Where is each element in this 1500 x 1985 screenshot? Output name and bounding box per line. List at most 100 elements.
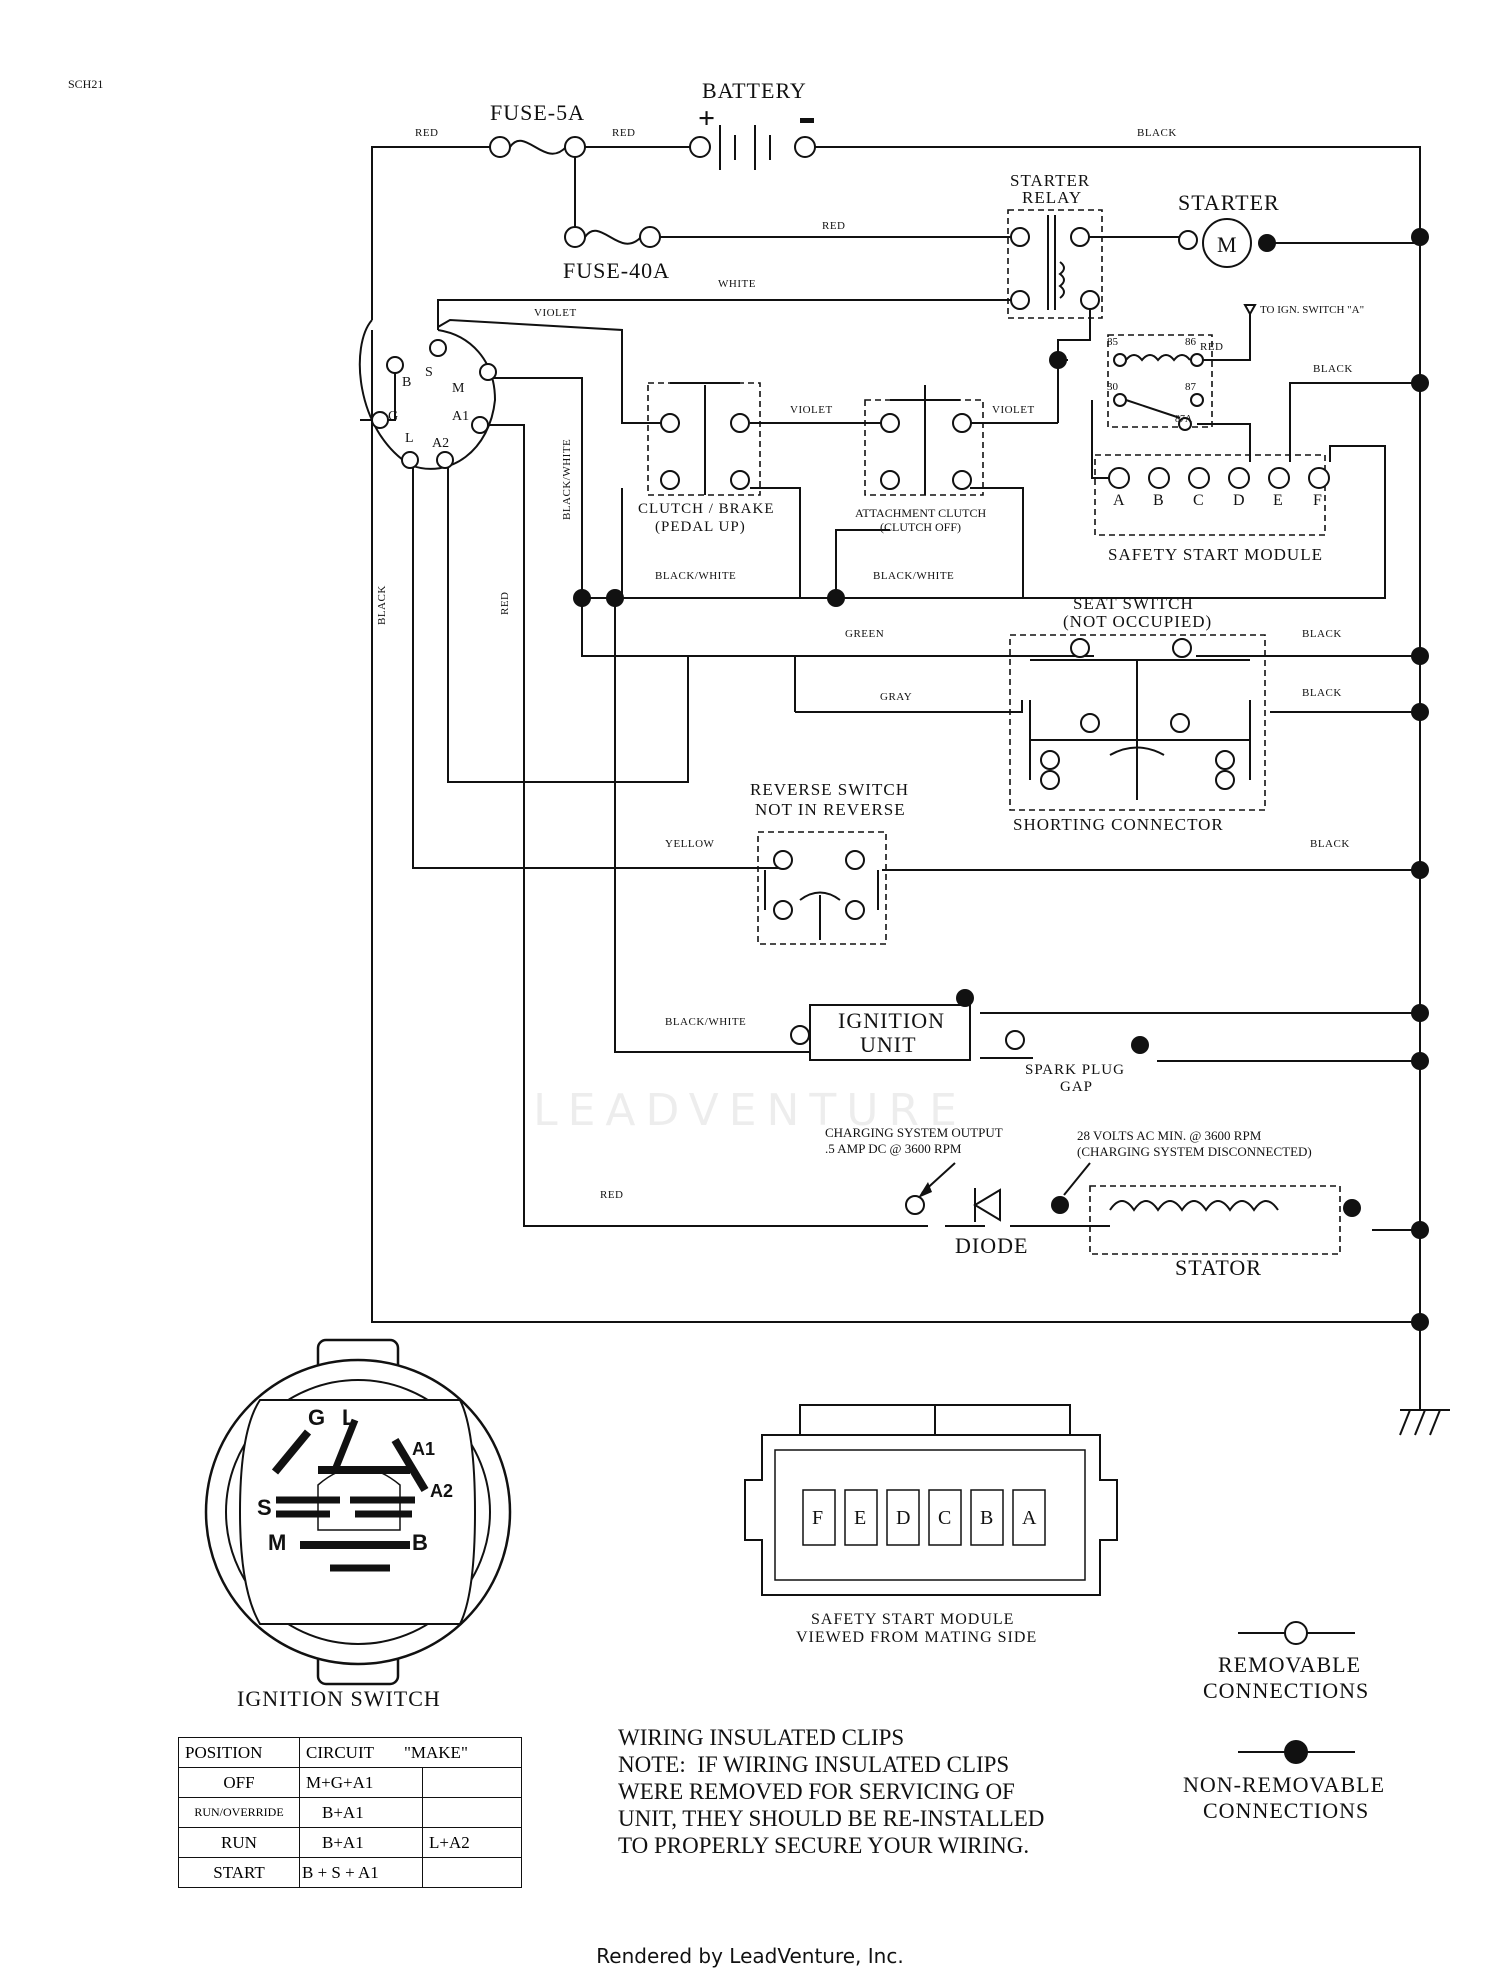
module-pin-f — [1308, 467, 1330, 489]
module-view-pin-d — [886, 1489, 920, 1546]
reverse-switch: REVERSE SWITCH NOT IN REVERSE — [750, 780, 909, 945]
table-cell-make — [422, 1797, 522, 1828]
battery: + BATTERY — [689, 78, 816, 170]
table-cell-make — [422, 1767, 522, 1798]
switch-pin-a1: A1 — [452, 409, 469, 424]
starter-relay-label-2: RELAY — [1022, 188, 1082, 207]
table-cell-make: L+A2 — [422, 1827, 522, 1858]
table-cell-position: OFF — [178, 1767, 300, 1798]
module-pin-e — [1268, 467, 1290, 489]
safety-module-label: SAFETY START MODULE — [1108, 545, 1323, 564]
ignition-switch-terminals: B S M G A1 L A2 — [358, 319, 497, 470]
wire-label-red-vert: RED — [499, 592, 511, 616]
module-pin-a — [1108, 467, 1130, 489]
table-cell-position: START — [178, 1857, 300, 1888]
module-view-pin-e — [844, 1489, 878, 1546]
wire-label-red-1: RED — [415, 127, 439, 139]
module-pin-label-e: E — [1273, 492, 1283, 509]
ignition-unit: IGNITION UNIT SPARK PLUG GAP — [790, 989, 1149, 1095]
safety-relay: 85 86 30 87 87A TO IGN. SWITCH "A" — [1107, 304, 1364, 431]
wire-label-white: WHITE — [718, 278, 756, 290]
wire-label-red-charge: RED — [600, 1189, 624, 1201]
switch-pin-m: M — [452, 381, 465, 396]
face-label-a2: A2 — [430, 1481, 453, 1501]
ignition-unit-label-1: IGNITION — [838, 1008, 945, 1033]
stator-label: STATOR — [1175, 1255, 1262, 1280]
junction-dot — [1411, 1313, 1429, 1331]
battery-plus-icon: + — [698, 102, 715, 135]
module-pin-d — [1228, 467, 1250, 489]
module-view-label-1: SAFETY START MODULE — [811, 1611, 1014, 1628]
junction-dot — [1411, 228, 1429, 246]
stator-volts-label-1: 28 VOLTS AC MIN. @ 3600 RPM — [1077, 1128, 1262, 1143]
junction-dot — [1411, 1221, 1429, 1239]
legend-nonremovable-2: CONNECTIONS — [1203, 1798, 1369, 1823]
fuse-5a: FUSE-5A — [489, 100, 586, 158]
attachment-clutch-label-2: (CLUTCH OFF) — [880, 520, 961, 534]
junction-dot — [1411, 647, 1429, 665]
table-header-circuit-make: CIRCUIT "MAKE" — [299, 1737, 522, 1768]
wire-label-bw-2: BLACK/WHITE — [873, 570, 954, 582]
clutch-brake-label-1: CLUTCH / BRAKE — [638, 501, 775, 517]
switch-pin-l: L — [405, 431, 414, 446]
relay-pin-87a: 87A — [1175, 414, 1193, 425]
attachment-clutch-label-1: ATTACHMENT CLUTCH — [855, 506, 986, 520]
switch-pin-s: S — [425, 365, 433, 380]
wire-label-gray: GRAY — [880, 691, 912, 703]
table-header-circuit: CIRCUIT — [306, 1742, 374, 1762]
seat-switch-label-1: SEAT SWITCH — [1073, 594, 1194, 613]
wire-label-black-top: BLACK — [1137, 127, 1177, 139]
table-cell-circuit: B+A1 — [299, 1797, 423, 1828]
table-header-make: "MAKE" — [403, 1742, 468, 1762]
wire-label-black-module: BLACK — [1313, 363, 1353, 375]
module-pin-label-d: D — [1233, 492, 1245, 509]
stator-volts-label-2: (CHARGING SYSTEM DISCONNECTED) — [1077, 1144, 1312, 1159]
clutch-brake-switch: CLUTCH / BRAKE (PEDAL UP) — [638, 382, 775, 535]
relay-pin-86: 86 — [1185, 336, 1197, 348]
junction-dot — [1411, 1052, 1429, 1070]
fuse-5a-label: FUSE-5A — [490, 100, 585, 125]
module-pin-label-b: B — [1153, 492, 1164, 509]
wire-label-red-relay: RED — [1200, 341, 1224, 353]
table-cell-position: RUN — [178, 1827, 300, 1858]
relay-pin-85: 85 — [1107, 336, 1119, 348]
switch-pin-a2: A2 — [432, 436, 449, 451]
legend-removable-2: CONNECTIONS — [1203, 1678, 1369, 1703]
module-pin-label-a: A — [1113, 492, 1125, 509]
table-cell-circuit: B + S + A1 — [299, 1857, 423, 1888]
table-header-row: POSITION CIRCUIT "MAKE" — [178, 1737, 522, 1768]
wire-label-violet-3: VIOLET — [992, 404, 1035, 416]
seat-switch: SEAT SWITCH (NOT OCCUPIED) SHORTING CONN… — [1009, 594, 1266, 834]
junction-dot — [1411, 374, 1429, 392]
face-label-b: B — [412, 1530, 428, 1555]
reverse-switch-label-2: NOT IN REVERSE — [755, 800, 906, 819]
junction-dot — [573, 589, 591, 607]
face-label-g: G — [308, 1405, 325, 1430]
table-row: RUN/OVERRIDE B+A1 — [178, 1797, 522, 1828]
switch-pin-g: G — [388, 409, 398, 424]
module-view-pin-label-e: E — [854, 1507, 866, 1529]
wire-label-black-seat-1: BLACK — [1302, 628, 1342, 640]
fuse-40a-label: FUSE-40A — [563, 258, 670, 283]
legend-removable-1: REMOVABLE — [1218, 1652, 1361, 1677]
note-title: WIRING INSULATED CLIPS — [618, 1725, 905, 1750]
module-view-pin-b — [970, 1489, 1004, 1546]
module-pin-label-c: C — [1193, 492, 1204, 509]
table-row: OFF M+G+A1 — [178, 1767, 522, 1798]
reverse-switch-label-1: REVERSE SWITCH — [750, 780, 909, 799]
relay-pin-87: 87 — [1185, 381, 1197, 393]
module-view-pin-label-d: D — [896, 1507, 910, 1529]
starter-label: STARTER — [1178, 190, 1280, 215]
table-row: RUN B+A1 L+A2 — [178, 1827, 522, 1858]
module-view-label-2: VIEWED FROM MATING SIDE — [796, 1629, 1037, 1646]
spark-plug-label-1: SPARK PLUG — [1025, 1062, 1125, 1078]
junction-dot — [1049, 351, 1067, 369]
face-label-a1: A1 — [412, 1439, 435, 1459]
watermark: LEADVENTURE — [533, 1085, 967, 1136]
switch-pin-b: B — [402, 375, 411, 390]
battery-minus-icon — [800, 118, 814, 123]
charging-output-label-2: .5 AMP DC @ 3600 RPM — [825, 1141, 962, 1156]
